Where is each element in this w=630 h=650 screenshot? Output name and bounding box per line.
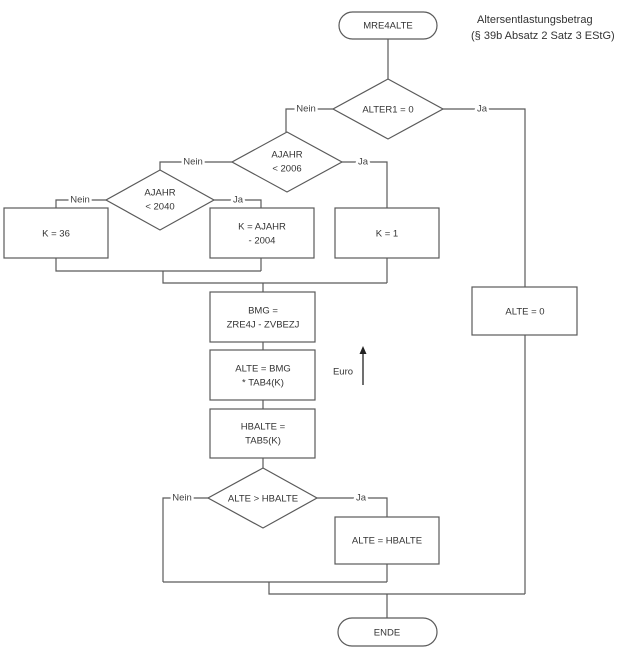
process-bmg-label-line1: BMG = <box>248 306 278 317</box>
connector-ajahr2006-yes <box>342 161 388 208</box>
connector-merge-final <box>268 582 525 595</box>
connector-alter1-no <box>285 108 333 132</box>
process-bmg-label-line2: ZRE4J - ZVBEZJ <box>227 320 300 331</box>
process-hbalte-label-line2: TAB5(K) <box>245 436 281 447</box>
start-terminator-label: MRE4ALTE <box>363 21 412 32</box>
process-bmg: BMG = ZRE4J - ZVBEZJ <box>209 291 316 343</box>
process-k-1-shape <box>334 207 440 259</box>
decision-alter1-label: ALTER1 = 0 <box>362 105 413 116</box>
process-alte-0-shape <box>471 286 578 336</box>
process-hbalte: HBALTE = TAB5(K) <box>209 408 316 459</box>
start-terminator: MRE4ALTE <box>338 11 438 40</box>
diagram-title: Altersentlastungsbetrag <box>477 14 593 26</box>
decision-ajahr-2040-label-line2: < 2040 <box>145 202 174 213</box>
edge-label-ajahr2006-yes: Ja <box>358 157 369 168</box>
process-k-ajahr-label-line2: - 2004 <box>249 236 276 247</box>
decision-alte-hbalte-shape <box>206 467 319 529</box>
process-alte-0-label: ALTE = 0 <box>505 307 544 318</box>
connector-alte-hbalte-yes <box>317 497 388 517</box>
process-k-ajahr: K = AJAHR - 2004 <box>209 207 315 259</box>
up-arrow-head <box>359 346 367 354</box>
start-terminator-shape <box>338 11 438 40</box>
decision-ajahr-2040-label-line1: AJAHR <box>144 188 175 199</box>
process-alte-bmg-shape <box>209 349 316 401</box>
process-hbalte-shape <box>209 408 316 459</box>
process-hbalte-label-line1: HBALTE = <box>241 422 286 433</box>
diagram-subtitle: (§ 39b Absatz 2 Satz 3 EStG) <box>471 30 615 42</box>
decision-ajahr-2006-label-line1: AJAHR <box>271 150 302 161</box>
edge-label-ajahr2040-no: Nein <box>70 195 90 206</box>
process-k-ajahr-shape <box>209 207 315 259</box>
euro-annotation: Euro <box>333 367 353 378</box>
process-alte-eq-hbalte-shape <box>334 516 440 565</box>
edge-label-ajahr2040-yes: Ja <box>233 195 244 206</box>
decision-ajahr-2006-label-line2: < 2006 <box>272 164 301 175</box>
process-bmg-shape <box>209 291 316 343</box>
decision-alter1-shape <box>331 78 445 140</box>
process-alte-eq-hbalte: ALTE = HBALTE <box>334 516 440 565</box>
process-k-36-shape <box>3 207 109 259</box>
edge-label-alter1-yes: Ja <box>477 104 488 115</box>
decision-ajahr-2006-shape <box>230 131 344 193</box>
connector-ajahr2006-no <box>159 161 232 170</box>
connector-alte-hbalte-no <box>162 497 208 582</box>
process-alte-eq-hbalte-label: ALTE = HBALTE <box>352 536 422 547</box>
connector-ajahr2040-yes <box>214 199 262 208</box>
process-k-1-label: K = 1 <box>376 229 398 240</box>
decision-ajahr-2040-shape <box>104 169 216 231</box>
decision-alte-hbalte: ALTE > HBALTE <box>206 467 319 529</box>
end-terminator-label: ENDE <box>374 628 400 639</box>
process-k-36-label: K = 36 <box>42 229 70 240</box>
edge-label-alte-hbalte-no: Nein <box>172 493 192 504</box>
decision-alter1: ALTER1 = 0 <box>331 78 445 140</box>
decision-ajahr-2040: AJAHR < 2040 <box>104 169 216 231</box>
process-k-1: K = 1 <box>334 207 440 259</box>
up-arrow-icon <box>359 346 367 385</box>
decision-ajahr-2006: AJAHR < 2006 <box>230 131 344 193</box>
edge-label-ajahr2006-no: Nein <box>183 157 203 168</box>
process-alte-bmg-label-line1: ALTE = BMG <box>235 364 291 375</box>
connector-alter1-yes <box>443 108 526 287</box>
end-terminator: ENDE <box>337 617 438 647</box>
connector-merge-inner <box>55 258 261 272</box>
decision-alte-hbalte-label: ALTE > HBALTE <box>228 494 298 505</box>
edge-label-alte-hbalte-yes: Ja <box>356 493 367 504</box>
end-terminator-shape <box>337 617 438 647</box>
process-alte-bmg: ALTE = BMG * TAB4(K) <box>209 349 316 401</box>
connectors <box>55 39 526 618</box>
process-alte-0: ALTE = 0 <box>471 286 578 336</box>
connector-ajahr2040-no <box>55 199 106 208</box>
process-k-ajahr-label-line1: K = AJAHR <box>238 222 286 233</box>
process-k-36: K = 36 <box>3 207 109 259</box>
edge-label-alter1-no: Nein <box>296 104 316 115</box>
process-alte-bmg-label-line2: * TAB4(K) <box>242 378 284 389</box>
connector-merge-outer <box>162 271 387 284</box>
